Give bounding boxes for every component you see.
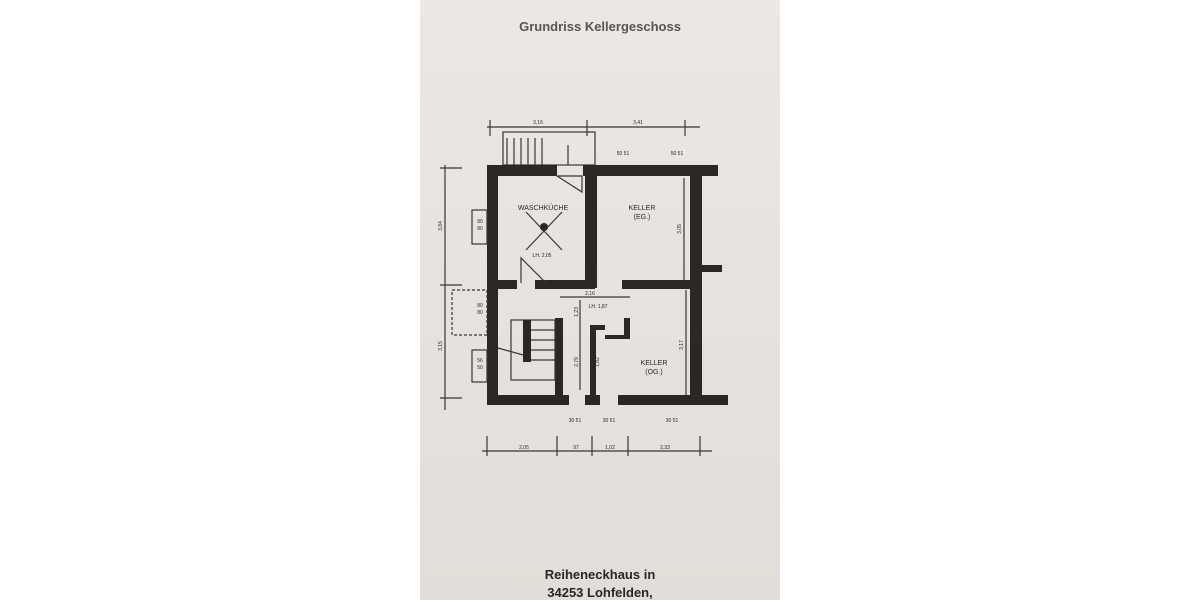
dim-bottom-3: 1,02 — [605, 445, 615, 451]
walls — [487, 165, 728, 405]
opening-bottom-3: 30 51 — [666, 418, 679, 424]
room-label-keller-og: KELLER — [641, 360, 668, 367]
dim-inner-1: 2,16 — [585, 291, 595, 297]
footer-line-2: 34253 Lohfelden, — [547, 585, 653, 600]
opening-top-1: 50 51 — [617, 151, 630, 157]
room-label-keller-eg: KELLER — [629, 205, 656, 212]
hall-height: LH. 1,87 — [589, 304, 608, 310]
opening-left-2b: 80 — [477, 310, 483, 316]
dim-inner-3: 3,17 — [679, 340, 685, 350]
dim-inner-5: 2,79 — [574, 357, 580, 367]
dim-bottom-2: 97 — [573, 445, 579, 451]
dim-top-1: 3,16 — [533, 120, 543, 126]
doors-windows — [451, 175, 583, 383]
opening-bottom-1: 30 51 — [569, 418, 582, 424]
address-caption: Reiheneckhaus in 34253 Lohfelden, — [420, 566, 780, 602]
opening-bottom-2: 30 51 — [603, 418, 616, 424]
opening-left-3b: 50 — [477, 365, 483, 371]
opening-left-1a: 80 — [477, 219, 483, 225]
room-note-keller-og: (OG.) — [645, 369, 663, 376]
room-label-waschkueche: WASCHKÜCHE — [518, 204, 569, 212]
dim-bottom-4: 2,33 — [660, 445, 670, 451]
room-note-keller-eg: (EG.) — [634, 214, 651, 221]
opening-left-2a: 80 — [477, 303, 483, 309]
opening-top-2: 50 51 — [671, 151, 684, 157]
opening-left-3a: 56 — [477, 358, 483, 364]
dim-inner-2: 3,05 — [677, 224, 683, 234]
page-title: Grundriss Kellergeschoss — [519, 19, 681, 34]
dim-bottom-1: 2,05 — [519, 445, 529, 451]
dim-left-2: 3,15 — [438, 341, 444, 351]
exterior-stair — [502, 131, 596, 166]
dim-left-1: 3,84 — [438, 221, 444, 231]
dim-inner-6: 1,82 — [595, 357, 601, 367]
dim-top-2: 3,41 — [633, 120, 643, 126]
room-height-waschkueche: LH. 2,05 — [533, 253, 552, 259]
opening-left-1b: 80 — [477, 226, 483, 232]
dim-inner-4: 1,23 — [574, 307, 580, 317]
dimension-lines — [440, 120, 712, 456]
paper-sheet — [420, 0, 780, 600]
footer-line-1: Reiheneckhaus in — [544, 567, 656, 582]
interior-stair — [497, 319, 556, 381]
